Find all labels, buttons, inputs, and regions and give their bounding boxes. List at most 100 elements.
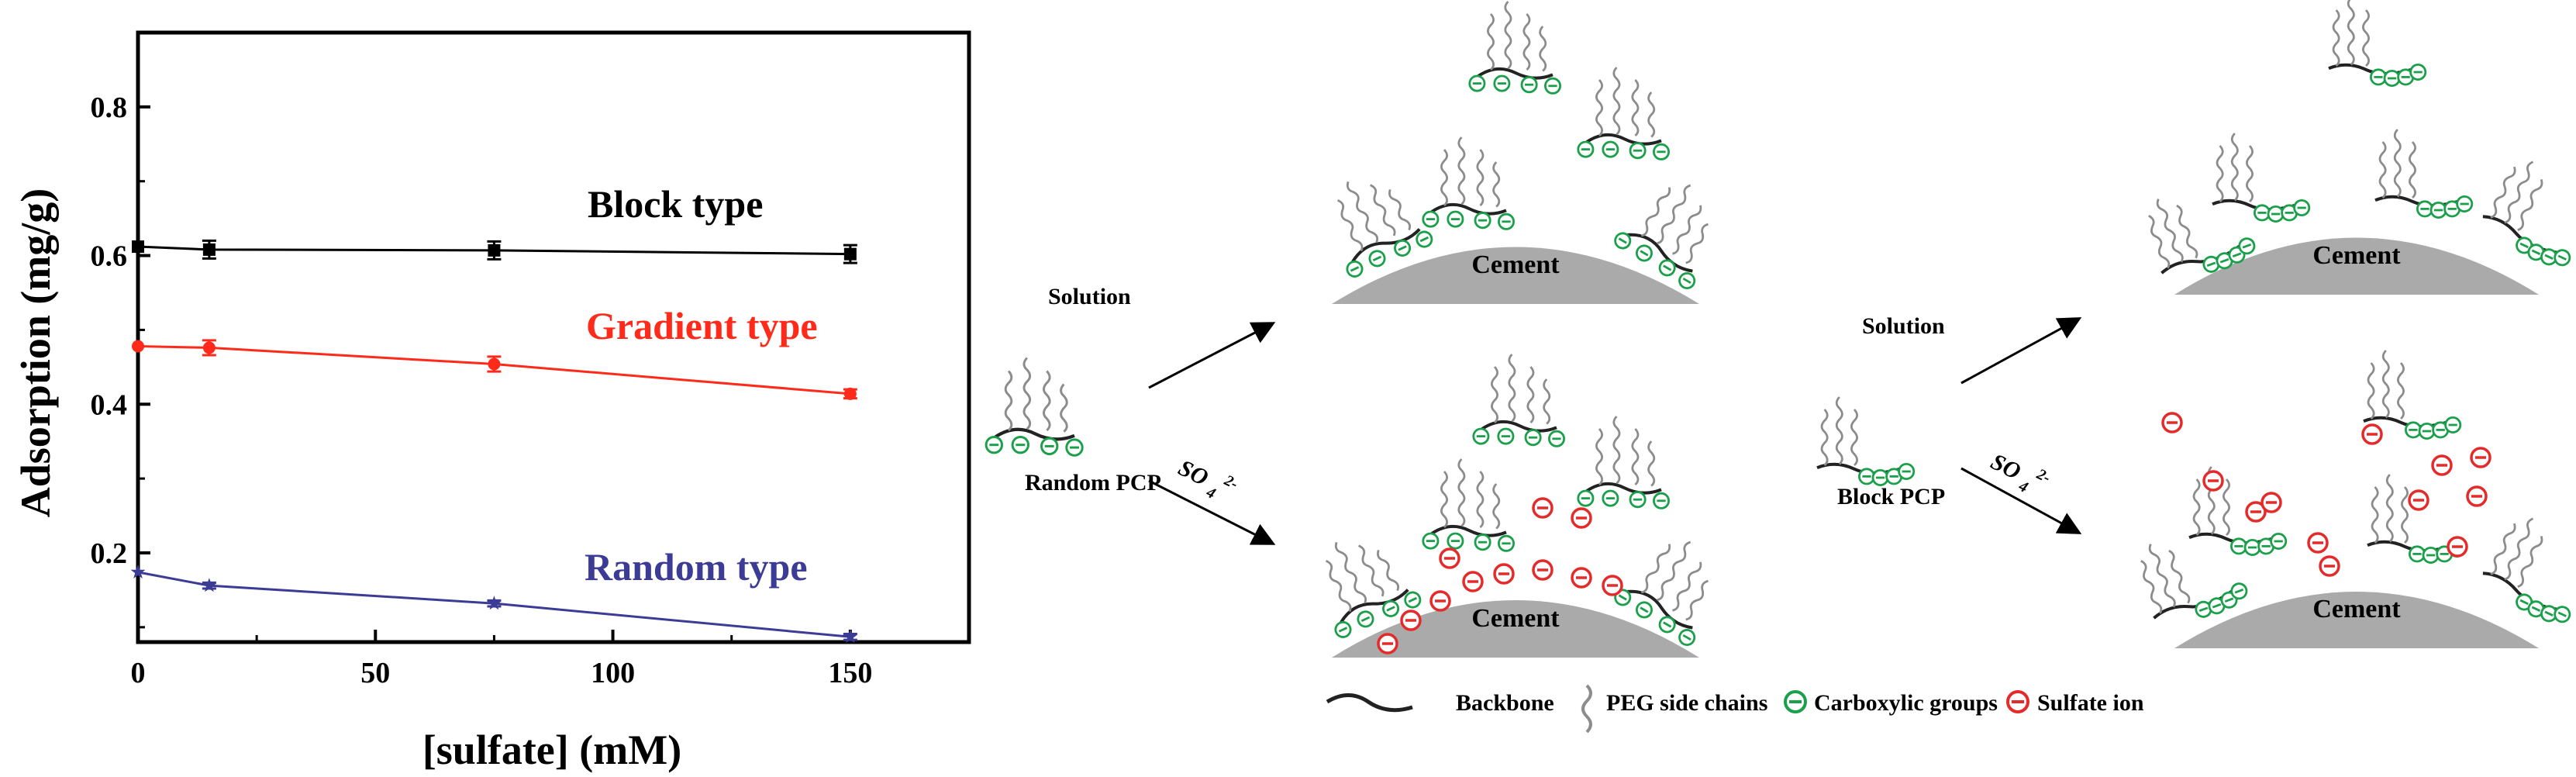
carboxylic-group — [2238, 237, 2256, 255]
y-tick-label: 0.6 — [91, 240, 128, 273]
peg-chain — [1595, 79, 1603, 137]
sulfate-ion — [1493, 563, 1515, 585]
series-label-block: Block type — [588, 182, 763, 226]
peg-chain — [2176, 204, 2198, 259]
carboxylic-group — [2540, 248, 2558, 266]
carboxylic-group — [1334, 620, 1352, 638]
random-pcp-molecule — [1614, 184, 1709, 290]
carboxylic-group — [2216, 252, 2233, 270]
data-point — [488, 357, 501, 371]
peg-chain — [1612, 416, 1621, 485]
svg-text:SO: SO — [1174, 455, 1212, 491]
peg-chain — [1022, 357, 1032, 430]
carboxylic-group — [1629, 491, 1647, 509]
carboxylic-group — [2554, 606, 2571, 623]
carboxylic-group — [1635, 244, 1653, 262]
peg-chain — [1526, 366, 1535, 424]
carboxylic-group — [1898, 462, 1916, 481]
random-pcp-molecule — [1577, 67, 1671, 161]
arrow-sulfate-right — [1960, 467, 2082, 534]
carboxylic-group — [2409, 63, 2427, 81]
carboxylic-group — [2293, 199, 2311, 217]
data-point — [843, 247, 857, 261]
x-tick-label: 0 — [131, 657, 146, 689]
carboxylic-group — [2554, 249, 2571, 267]
carboxylic-group — [1658, 616, 1676, 634]
arrow-solution-right — [1960, 317, 2082, 385]
peg-chain — [1346, 181, 1379, 243]
random-pcp-molecule — [1422, 136, 1516, 230]
peg-chain — [1640, 187, 1671, 237]
sulfate-arrow-label-right: SO 4 2- — [1987, 449, 2054, 496]
carboxylic-group — [1447, 210, 1464, 228]
data-point — [132, 340, 144, 353]
peg-chain — [1060, 383, 1068, 433]
peg-chain — [2381, 350, 2390, 419]
carboxylic-group — [2429, 202, 2447, 219]
peg-chain — [1492, 161, 1501, 208]
random-pcp-molecule — [1577, 416, 1671, 509]
peg-chain — [2517, 178, 2543, 231]
peg-chain — [1004, 370, 1013, 432]
carboxylic-group — [1614, 232, 1632, 250]
sulfate-ion-icon — [2006, 690, 2029, 713]
peg-chain — [1476, 471, 1485, 529]
carboxylic-group — [1368, 250, 1386, 268]
y-tick-label: 0.8 — [91, 92, 128, 124]
cement-bottom-right — [2174, 592, 2539, 648]
random-pcp-molecule — [1422, 458, 1516, 552]
random-pcp-molecule — [1325, 541, 1422, 638]
sulfate-ion — [2245, 501, 2267, 523]
peg-chain — [1595, 428, 1603, 486]
peg-chain — [1850, 409, 1858, 467]
peg-chain — [1672, 561, 1702, 612]
series-line-1 — [137, 345, 850, 395]
peg-chain — [1835, 396, 1843, 465]
sulfate-ion — [1400, 610, 1422, 631]
sulfate-ion — [2431, 454, 2453, 476]
carboxylic-group — [1416, 230, 1433, 248]
peg-chain — [1685, 223, 1709, 264]
peg-chain — [2517, 535, 2543, 588]
carboxylic-group — [1474, 212, 1491, 230]
sulfate-ion — [1571, 567, 1592, 589]
peg-chain — [1487, 13, 1495, 71]
peg-chain — [1522, 13, 1531, 71]
peg-chain — [2504, 517, 2534, 581]
carboxylic-group — [1602, 489, 1619, 507]
sulfate-ion — [1462, 571, 1484, 592]
cement-label: Cement — [2312, 595, 2401, 623]
sulfate-ion — [2307, 532, 2329, 554]
solution-label-left: Solution — [1048, 284, 1131, 309]
carboxylic-group — [1011, 436, 1029, 454]
cement-top-right — [2174, 237, 2539, 295]
adsorption-schematic: Cement Cement Cement Cement Solution Ran… — [985, 0, 2571, 734]
peg-chain — [2230, 133, 2239, 202]
peg-chain-icon — [1581, 684, 1592, 734]
peg-chain — [1440, 149, 1448, 207]
sulfate-ion — [2470, 447, 2492, 468]
carboxylic-group — [1382, 599, 1400, 617]
carboxylic-group — [2257, 537, 2275, 555]
peg-chain — [1647, 92, 1656, 138]
peg-chain — [1647, 440, 1656, 487]
x-axis-label: [sulfate] (mM) — [422, 727, 681, 773]
sulfate-ion — [1602, 575, 1623, 596]
carboxylic-group — [1474, 534, 1491, 551]
carboxylic-group — [1498, 212, 1516, 230]
svg-text:2-: 2- — [1221, 471, 1241, 493]
carboxylic-group — [2444, 416, 2462, 434]
carboxylic-group — [1658, 259, 1676, 277]
peg-chain — [2148, 214, 2171, 269]
solution-label-right: Solution — [1862, 313, 1945, 339]
peg-chain — [1612, 67, 1621, 136]
data-point — [202, 341, 216, 354]
series-line-2 — [137, 571, 850, 638]
peg-chain — [1504, 1, 1512, 70]
block-pcp-molecule — [2188, 466, 2288, 557]
peg-chain — [2192, 478, 2201, 537]
block-pcp-molecule — [2374, 129, 2474, 219]
svg-text:4: 4 — [2016, 477, 2031, 496]
carboxylic-group — [1635, 601, 1653, 619]
peg-chain — [2362, 9, 2370, 67]
